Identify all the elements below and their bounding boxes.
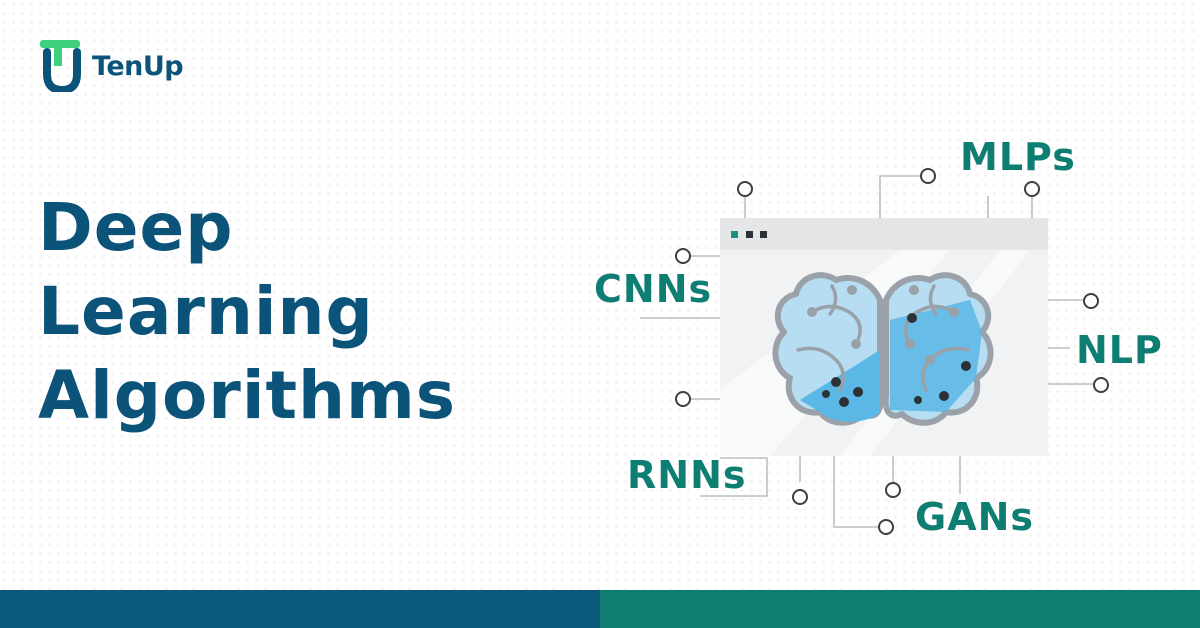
- footer-bar-teal: [600, 590, 1200, 628]
- brain-neural-network-illustration: [640, 168, 1109, 535]
- connector-nodes: [675, 168, 1109, 535]
- brain-neural-network-icon: [772, 272, 994, 426]
- title-line-1: Deep: [38, 189, 234, 266]
- tenup-logo: TenUp: [40, 40, 184, 92]
- tag-rnns: RNNs: [627, 453, 747, 497]
- title-line-3: Algorithms: [38, 357, 457, 434]
- page-title: Deep Learning Algorithms: [38, 186, 456, 438]
- title-line-2: Learning: [38, 273, 374, 350]
- logo-wordmark: TenUp: [92, 50, 184, 82]
- tag-nlp: NLP: [1076, 328, 1163, 372]
- tenup-logo-icon: [40, 40, 81, 92]
- tag-mlps: MLPs: [960, 135, 1076, 179]
- footer-bar-navy: [0, 590, 600, 628]
- tag-cnns: CNNs: [594, 267, 713, 311]
- tag-gans: GANs: [915, 495, 1035, 539]
- connector-lines: [640, 175, 1093, 528]
